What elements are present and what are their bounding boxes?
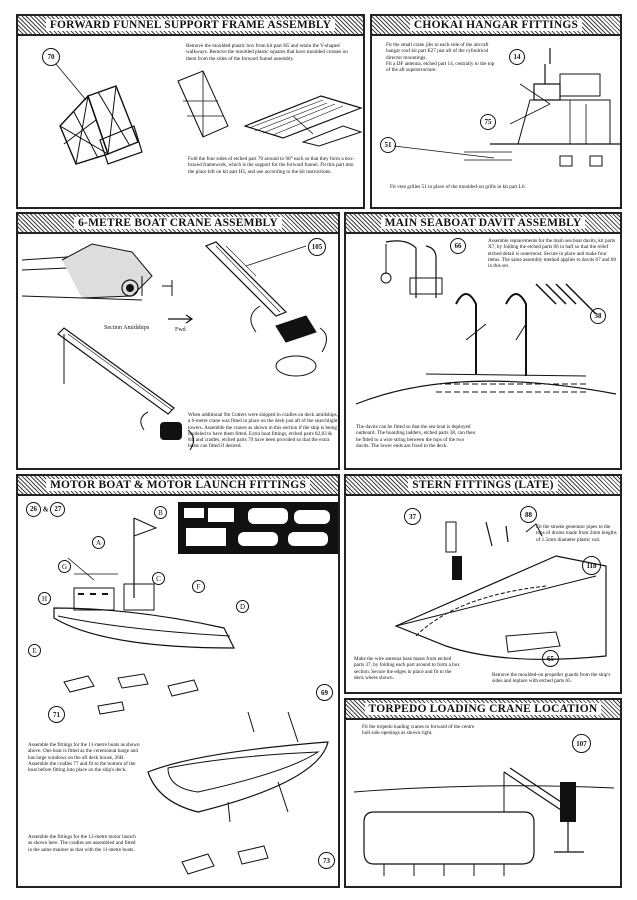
stern-deck-illustration [394,521,607,660]
panel-motor-boat: MOTOR BOAT & MOTOR LAUNCH FITTINGS 26 & … [16,474,340,888]
text-block: Assemble the fittings for the 11-metre b… [28,742,140,774]
panel-forward-funnel: FORWARD FUNNEL SUPPORT FRAME ASSEMBLY 70… [16,14,365,209]
walkway-part-illustration [243,95,363,147]
stern-instructions-2: Make the wire antenna base masts from et… [354,656,460,681]
letter-callout-f: F [192,580,205,593]
hangar-instructions-2: Fit vent grilles 51 in place of the moul… [390,184,620,190]
funnel-fold-diagram [177,70,229,138]
panel-header: MOTOR BOAT & MOTOR LAUNCH FITTINGS [18,476,338,496]
letter-callout-a: A [92,536,105,549]
text-block: Fit the torpedo loading cranes to forwar… [362,724,475,737]
launch-cradles-illustration [181,845,269,875]
ampersand: & [42,505,49,514]
torpedo-crane-illustration [353,767,615,876]
text-block: Fit the smoke generator pipes to the top… [536,524,617,543]
section-title: STERN FITTINGS (LATE) [408,479,558,491]
vent-grille-leader [393,145,512,161]
panel-header: 6-METRE BOAT CRANE ASSEMBLY [18,214,338,234]
section-title: FORWARD FUNNEL SUPPORT FRAME ASSEMBLY [45,19,336,31]
letter-callout-c: C [152,572,165,585]
section-title: MAIN SEABOAT DAVIT ASSEMBLY [380,217,586,229]
text-block: Remove the moulded-on propeller guards f… [492,672,611,685]
part-callout-70: 70 [42,48,60,66]
panel-stern-fittings: STERN FITTINGS (LATE) 37 88 118 65 Fit t… [344,474,622,694]
text-block: The davits can be fitted so that the sea… [356,424,476,449]
section-title: TORPEDO LOADING CRANE LOCATION [364,703,602,715]
panel-header: TORPEDO LOADING CRANE LOCATION [346,700,620,720]
part-callout-37: 37 [404,508,421,525]
text-block: Fold the four sides of etched part 70 ar… [188,156,355,175]
crane-jib-fold-illustration [204,241,327,377]
section-title: MOTOR BOAT & MOTOR LAUNCH FITTINGS [45,479,311,491]
cradle-parts-illustration [63,673,199,715]
letter-callout-h: H [38,592,51,605]
text-block: Fit the small crane jibs to each side of… [386,42,489,61]
davit-part-illustration [380,240,443,298]
motor-boat-instructions-2: Assemble the fittings for the 12-metre m… [28,834,140,853]
davit-instructions-1: Assemble replacements for the main sea b… [488,238,616,269]
panel-boat-crane: 6-METRE BOAT CRANE ASSEMBLY Section Amid… [16,212,340,470]
part-callout-73: 73 [318,852,335,869]
part-callout-118: 118 [582,556,601,575]
amidships-plan-illustration [21,243,173,301]
text-block: Make the wire antenna base masts from et… [354,656,460,681]
text-block: Assemble the fittings for the 12-metre m… [28,834,136,853]
text-block: Fit vent grilles 51 in place of the moul… [390,184,526,190]
text-block: Fit a DF antenna, etched part 14, centra… [386,60,495,74]
text-block: Assemble replacements for the main sea b… [488,238,616,270]
part-callout-71: 71 [48,706,65,723]
part-callout-26: 26 [26,502,41,517]
part-callout-66: 66 [450,238,466,254]
funnel-instructions-1: Remove the moulded plastic box from kit … [186,43,358,62]
fwd-arrow [168,314,194,324]
davit-ship-illustration [355,283,617,405]
panel-header: MAIN SEABOAT DAVIT ASSEMBLY [346,214,620,234]
panel-torpedo-crane: TORPEDO LOADING CRANE LOCATION Fit the t… [344,698,622,888]
crane-assembled-illustration [57,327,194,451]
panel-chokai-hangar: CHOKAI HANGAR FITTINGS Fit the small cra… [370,14,622,209]
funnel-instructions-2: Fold the four sides of etched part 70 ar… [188,156,360,175]
part-callout-69: 69 [316,684,333,701]
davit-instructions-2: The davits can be fitted so that the sea… [356,424,476,449]
11m-boat-illustration [53,517,235,649]
fwd-label: Fwd [175,327,186,333]
letter-callout-d: D [236,600,249,613]
panel-header: STERN FITTINGS (LATE) [346,476,620,496]
part-callout-75: 75 [480,114,496,130]
etch-fret-illustration [178,502,338,554]
section-title: 6-METRE BOAT CRANE ASSEMBLY [74,217,282,229]
hangar-superstructure-illustration [490,48,620,167]
part-callout-107: 107 [572,734,591,753]
panel-header: FORWARD FUNNEL SUPPORT FRAME ASSEMBLY [18,16,363,36]
12m-launch-illustration [147,711,329,823]
torpedo-instructions: Fit the torpedo loading cranes to forwar… [362,724,482,737]
section-title: CHOKAI HANGAR FITTINGS [409,19,583,31]
letter-callout-g: G [58,560,71,573]
text-block: Remove the moulded plastic box from kit … [186,43,348,62]
part-callout-27: 27 [50,502,66,517]
panel-header: CHOKAI HANGAR FITTINGS [372,16,620,36]
part-callout-51: 51 [380,137,396,153]
crane-instructions: When additional 9m Cutters were shipped … [188,412,338,450]
letter-callout-b: B [154,506,167,519]
part-callouts-26-27: 26 & 27 [26,502,66,517]
stern-instructions-1: Fit the smoke generator pipes to the top… [536,524,618,543]
part-callout-14: 14 [509,49,525,65]
letter-callout-e: E [28,644,41,657]
panel-seaboat-davit: MAIN SEABOAT DAVIT ASSEMBLY 66 38 Assemb… [344,212,622,470]
part-callout-88: 88 [520,506,537,523]
motor-boat-instructions-1: Assemble the fittings for the 11-metre b… [28,742,140,773]
part-callout-65: 65 [542,650,559,667]
section-amidships-label: Section Amidships [104,325,150,331]
stern-instructions-3: Remove the moulded-on propeller guards f… [492,672,616,685]
hangar-instructions-1: Fit the small crane jibs to each side of… [386,42,498,73]
funnel-frame-illustration [55,63,143,165]
part-callout-105: 105 [308,238,326,256]
text-block: When additional 9m Cutters were shipped … [188,412,338,450]
